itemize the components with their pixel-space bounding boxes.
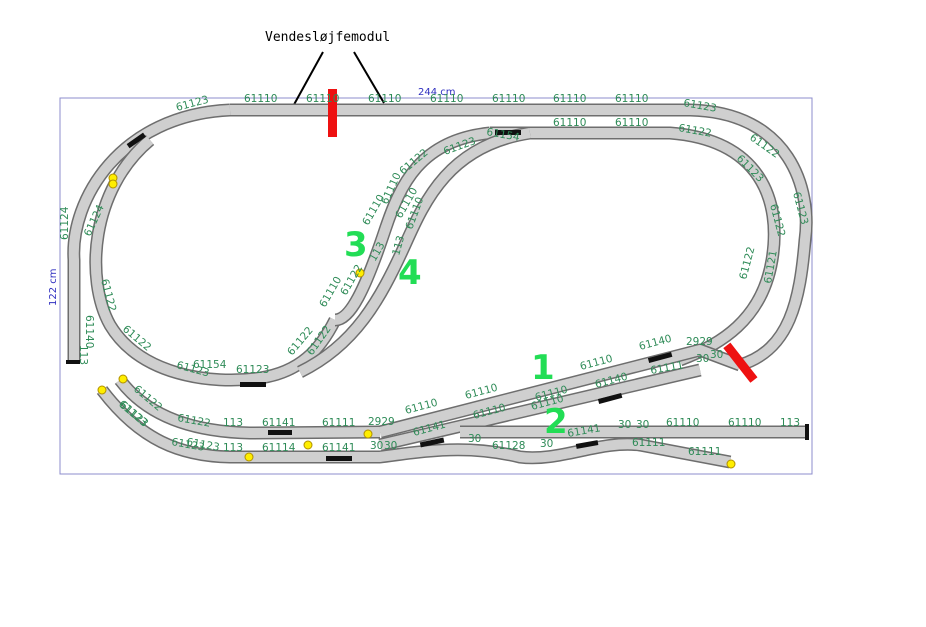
signal-dot (363, 429, 373, 439)
track-part-label: 113 (223, 442, 243, 454)
track-part-label: 61141 (262, 417, 295, 429)
track-part-label: 113 (223, 417, 243, 429)
signal-dot (108, 179, 118, 189)
signal-dot (303, 440, 313, 450)
turnout-marker (495, 130, 521, 135)
track-part-label: 61124 (59, 206, 71, 240)
track-part-label: 61114 (262, 442, 296, 454)
track-part-label: 61154 (193, 359, 227, 371)
track-part-label: 2929 (686, 336, 713, 348)
turnout-markers (66, 130, 809, 461)
track-part-label: 61123 (170, 436, 205, 454)
track-part-label: 61123 (236, 364, 269, 376)
module-boundary-marker-top (328, 89, 337, 137)
track-part-label: 61111 (322, 417, 355, 429)
track-part-label: 61110 (492, 93, 525, 105)
signal-markers (97, 173, 736, 469)
track-part-label: 2929 (368, 416, 395, 428)
signal-dot (97, 385, 107, 395)
track-part-label: 61122 (737, 245, 757, 280)
track-part-label: 61111 (688, 446, 721, 458)
track-part-label: 61110 (553, 117, 586, 129)
title-pointer-right (353, 51, 385, 104)
track-part-label: 61128 (492, 440, 525, 452)
track-part-label: 61110 (666, 417, 699, 429)
width-dimension: 244 cm (418, 87, 456, 98)
track-part-label: 30 (636, 419, 649, 431)
turnout-marker (597, 392, 623, 405)
turnout-marker (419, 437, 445, 448)
track-part-label: 61121 (762, 250, 780, 285)
track-part-label: 30 (618, 419, 631, 431)
module-boundary-marker-right (723, 342, 758, 383)
signal-dot (726, 459, 736, 469)
turnout-marker (126, 132, 146, 149)
signal-dot (355, 268, 365, 278)
track-end-bumper (66, 360, 80, 364)
track-part-label: 61110 (728, 417, 761, 429)
track-part-label: 61110 (306, 93, 339, 105)
track-number-3: 3 (344, 225, 368, 265)
track-part-label: 61122 (677, 122, 712, 140)
track-part-label: 61154 (485, 126, 520, 144)
track-part-label: 61140 (83, 315, 95, 348)
track-number-4: 4 (398, 253, 422, 293)
signal-dot (118, 374, 128, 384)
track-number-1: 1 (531, 348, 555, 388)
track-layer (67, 103, 813, 469)
track-part-label: 30 (710, 349, 723, 361)
board-outline (59, 97, 813, 475)
track-part-label: 30 (468, 433, 481, 445)
track-part-label: 30 (384, 440, 397, 452)
signal-dot (244, 452, 254, 462)
track-part-label: 113 (780, 417, 800, 429)
track-part-label: 61110 (615, 93, 648, 105)
turnout-marker (326, 456, 352, 461)
track-part-label: 61141 (322, 442, 355, 454)
track-number-2: 2 (544, 402, 568, 442)
track-part-label: 61122 (176, 412, 211, 430)
track-part-label: 113 (390, 234, 407, 256)
module-title: Vendesløjfemodul (265, 30, 390, 45)
turnout-marker (575, 440, 599, 449)
turnout-marker (268, 430, 292, 435)
track-part-label: 61140 (638, 333, 673, 353)
track-part-label: 61123 (185, 436, 220, 454)
track-part-label: 30 (696, 353, 709, 365)
track-part-label: 61110 (368, 93, 401, 105)
title-pointer-left (290, 51, 324, 111)
track-part-label: 61123 (682, 97, 717, 115)
track-part-label: 61111 (649, 359, 684, 377)
track-part-label: 30 (540, 438, 553, 450)
track-part-label: 61110 (430, 93, 463, 105)
track-part-label: 61110 (615, 117, 648, 129)
turnout-marker (647, 351, 673, 364)
track-part-label: 30 (370, 440, 383, 452)
track-part-label: 61111 (632, 437, 665, 449)
track-part-label: 61110 (244, 93, 277, 105)
track-part-label: 61141 (566, 422, 601, 440)
turnout-marker (240, 382, 266, 387)
track-end-bumper (805, 424, 809, 440)
height-dimension: 122 cm (48, 268, 59, 306)
track-part-label: 61110 (553, 93, 586, 105)
track-part-label: 113 (77, 345, 89, 365)
